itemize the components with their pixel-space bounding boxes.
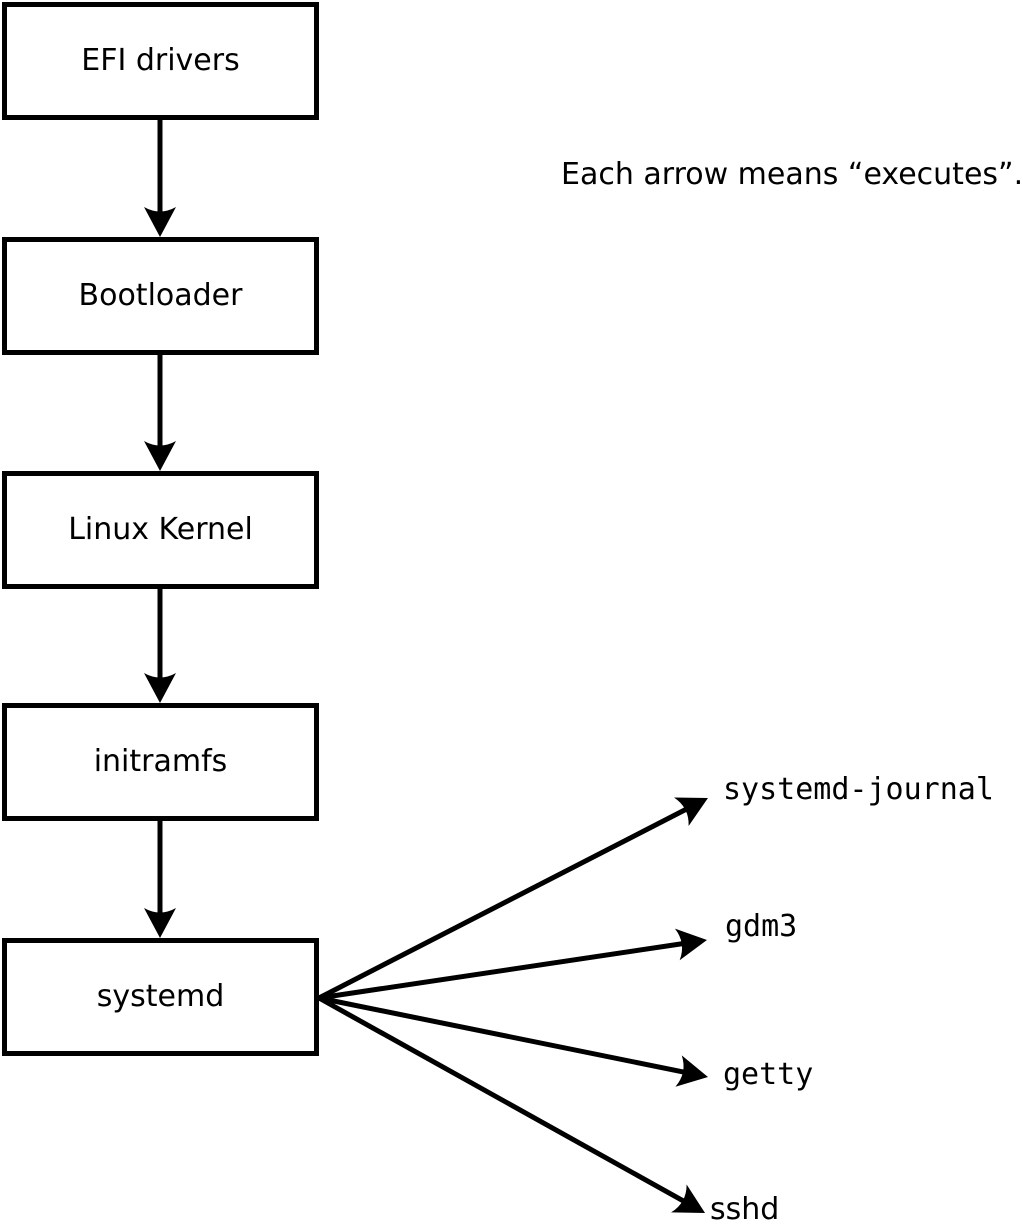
node-initramfs-label: initramfs bbox=[93, 744, 228, 779]
label-getty: getty bbox=[723, 1057, 814, 1092]
edge-systemd-to-sshd bbox=[317, 995, 706, 1214]
node-initramfs: initramfs bbox=[2, 703, 319, 821]
label-gdm3: gdm3 bbox=[725, 909, 798, 944]
label-sshd: sshd bbox=[710, 1192, 780, 1227]
node-systemd: systemd bbox=[2, 938, 319, 1056]
node-bootloader-label: Bootloader bbox=[78, 278, 243, 313]
node-linux-kernel: Linux Kernel bbox=[2, 471, 319, 589]
node-efi-drivers: EFI drivers bbox=[2, 2, 319, 120]
node-systemd-label: systemd bbox=[96, 979, 225, 1014]
caption-arrow-meaning: Each arrow means “executes”. bbox=[561, 157, 1023, 192]
node-efi-drivers-label: EFI drivers bbox=[81, 43, 240, 78]
edge-systemd-to-gdm3 bbox=[318, 928, 707, 1001]
edge-systemd-to-getty bbox=[318, 995, 708, 1087]
edge-systemd-to-journal bbox=[317, 797, 708, 1001]
label-systemd-journal: systemd-journal bbox=[723, 772, 994, 807]
node-bootloader: Bootloader bbox=[2, 237, 319, 355]
node-linux-kernel-label: Linux Kernel bbox=[68, 512, 253, 547]
